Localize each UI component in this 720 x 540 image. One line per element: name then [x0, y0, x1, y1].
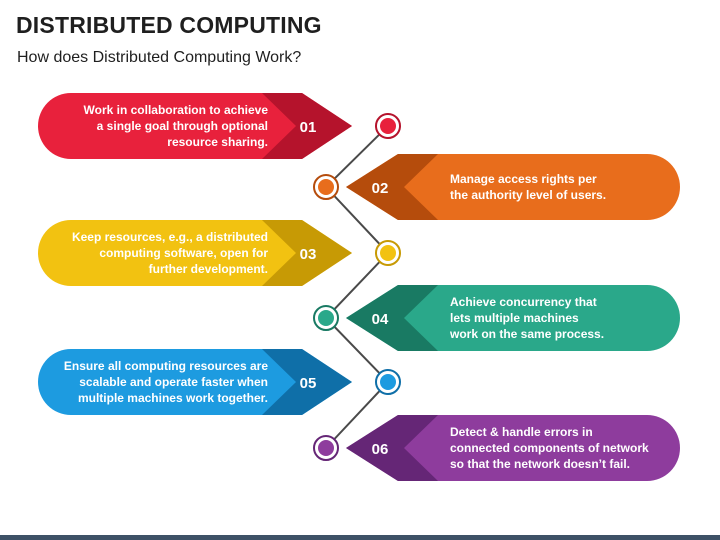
step-3-node — [380, 245, 396, 261]
page-title: DISTRIBUTED COMPUTING — [16, 12, 322, 38]
step-1-number: 01 — [300, 119, 317, 136]
step-6-node — [318, 440, 334, 456]
step-4-band — [346, 285, 680, 351]
step-6-band — [346, 415, 680, 481]
step-2-arrow — [346, 154, 438, 220]
step-1-arrow — [262, 93, 352, 159]
step-shapes: 01 02 03 04 05 06 — [38, 93, 680, 481]
footer-bar — [0, 535, 720, 540]
step-4-number: 04 — [372, 311, 389, 328]
step-5-arrow — [262, 349, 352, 415]
connector-nodes — [313, 113, 401, 461]
connector-lines — [324, 125, 390, 449]
step-1-band — [38, 93, 352, 159]
step-4-node — [318, 310, 334, 326]
step-2-number: 02 — [372, 180, 389, 197]
step-4-arrow — [346, 285, 438, 351]
step-5-node — [380, 374, 396, 390]
page-subtitle: How does Distributed Computing Work? — [17, 49, 302, 66]
step-1-node — [380, 118, 396, 134]
step-2-band — [346, 154, 680, 220]
step-3-arrow — [262, 220, 352, 286]
connector-line — [324, 125, 390, 449]
step-2-node — [318, 179, 334, 195]
step-3-number: 03 — [300, 246, 317, 263]
step-5-band — [38, 349, 352, 415]
step-6-arrow — [346, 415, 438, 481]
step-6-number: 06 — [372, 441, 389, 458]
step-5-number: 05 — [300, 375, 317, 392]
step-3-band — [38, 220, 352, 286]
